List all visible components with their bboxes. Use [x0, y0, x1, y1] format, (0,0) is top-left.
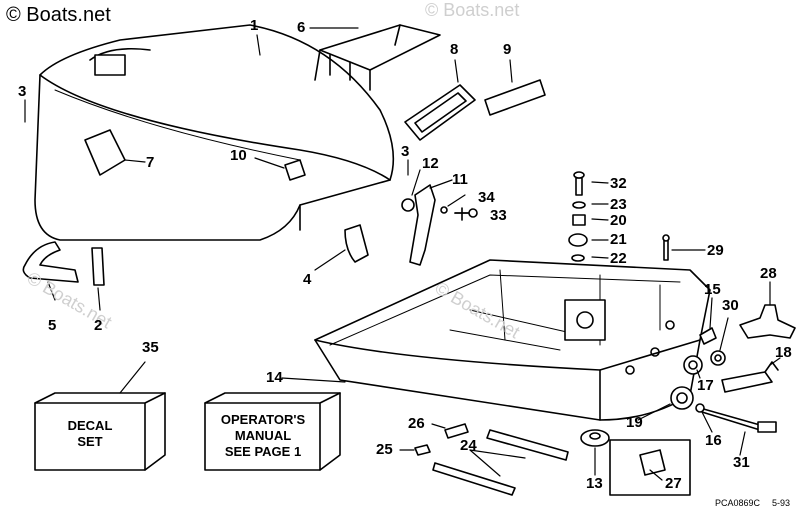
- callout-9: 9: [503, 41, 512, 58]
- manual-line-2: MANUAL: [234, 428, 292, 443]
- rod-31: [695, 403, 777, 433]
- callout-22: 22: [610, 250, 627, 267]
- decal-strip-part: [484, 79, 546, 116]
- callout-19: 19: [626, 414, 643, 431]
- callout-31: 31: [733, 454, 750, 471]
- callout-20: 20: [610, 212, 627, 229]
- callout-30: 30: [722, 297, 739, 314]
- screw-33: [454, 208, 478, 218]
- callout-14: 14: [266, 369, 283, 386]
- diagram-code: PCA0869C: [715, 498, 761, 508]
- callout-3: 3: [401, 143, 410, 160]
- callout-13: 13: [586, 475, 603, 492]
- callout-23: 23: [610, 196, 627, 213]
- engine-cover-part: [34, 24, 395, 241]
- callout-17: 17: [697, 377, 714, 394]
- manual-line-1: OPERATOR'S: [220, 412, 306, 427]
- lower-pan-part: [314, 259, 711, 421]
- callout-7: 7: [146, 154, 155, 171]
- lever-part: [401, 184, 471, 266]
- callout-8: 8: [450, 41, 459, 58]
- hardware-stack: [568, 171, 588, 262]
- bracket-part: [91, 247, 105, 286]
- grommet-13: [580, 429, 610, 447]
- copyright-watermark: © Boats.net: [6, 4, 111, 26]
- callout-26: 26: [408, 415, 425, 432]
- callout-5: 5: [48, 317, 57, 334]
- fitting-15: [699, 327, 717, 345]
- operators-manual-box: [204, 392, 341, 471]
- leader-lines: [24, 27, 781, 481]
- decal-set-box: [34, 392, 166, 471]
- callout-27: 27: [665, 475, 682, 492]
- screw-29: [662, 234, 670, 261]
- callout-35: 35: [142, 339, 159, 356]
- decal-line-1: DECAL: [67, 418, 113, 433]
- callout-34: 34: [478, 189, 495, 206]
- callout-11: 11: [452, 171, 468, 188]
- decal-set-label: DECAL SET: [40, 418, 140, 450]
- latch-part: [344, 224, 369, 263]
- callout-3: 3: [18, 83, 27, 100]
- callout-29: 29: [707, 242, 724, 259]
- callout-10: 10: [230, 147, 247, 164]
- diagram-date: 5-93: [772, 498, 791, 508]
- decal-line-2: SET: [77, 434, 103, 449]
- callout-4: 4: [303, 271, 312, 288]
- hose-parts: [414, 423, 569, 496]
- handle-part: [22, 241, 79, 283]
- callout-32: 32: [610, 175, 627, 192]
- vent-cover-part: [314, 24, 441, 91]
- callout-21: 21: [610, 231, 627, 248]
- fitting-30: [710, 350, 726, 366]
- callout-15: 15: [704, 281, 721, 298]
- grommet-19: [670, 386, 694, 410]
- callout-12: 12: [422, 155, 439, 172]
- callout-25: 25: [376, 441, 393, 458]
- callout-16: 16: [705, 432, 722, 449]
- callout-1: 1: [250, 17, 259, 34]
- operators-manual-label: OPERATOR'S MANUAL SEE PAGE 1: [208, 412, 318, 460]
- callout-28: 28: [760, 265, 777, 282]
- callout-18: 18: [775, 344, 792, 361]
- callout-6: 6: [297, 19, 306, 36]
- clip-27: [609, 439, 691, 496]
- fitting-28: [739, 304, 796, 339]
- callout-33: 33: [490, 207, 507, 224]
- seal-part: [404, 84, 476, 141]
- manual-line-3: SEE PAGE 1: [224, 444, 302, 459]
- callout-2: 2: [94, 317, 103, 334]
- callout-24: 24: [460, 437, 477, 454]
- rod-18: [721, 361, 779, 393]
- grommet-17: [683, 355, 703, 375]
- faint-watermark: © Boats.net: [425, 0, 520, 20]
